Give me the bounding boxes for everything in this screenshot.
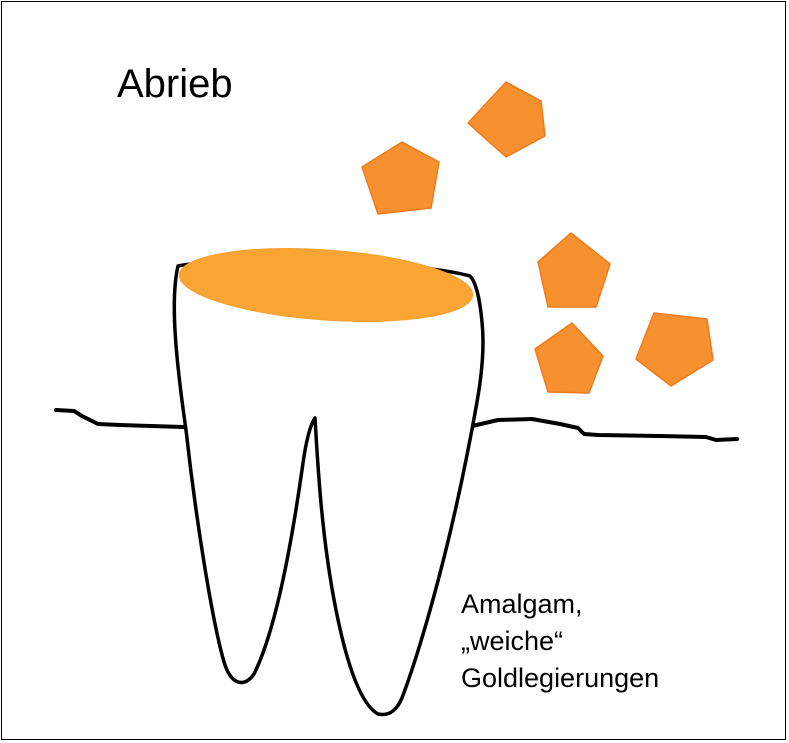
particle-pentagon-icon — [538, 233, 610, 307]
caption-line: „weiche“ — [461, 623, 659, 660]
caption-line: Amalgam, — [461, 586, 659, 623]
tooth-outline-icon — [174, 260, 483, 715]
particle-pentagon-icon — [468, 82, 545, 157]
gum-line-left — [56, 410, 183, 427]
particle-pentagon-icon — [535, 323, 603, 393]
particle-pentagon-icon — [362, 142, 439, 214]
caption-line: Goldlegierungen — [461, 660, 659, 697]
particle-pentagon-icon — [636, 313, 713, 386]
gum-line-right — [468, 419, 737, 440]
material-caption: Amalgam, „weiche“ Goldlegierungen — [461, 586, 659, 697]
slide-title: Abrieb — [117, 60, 233, 108]
